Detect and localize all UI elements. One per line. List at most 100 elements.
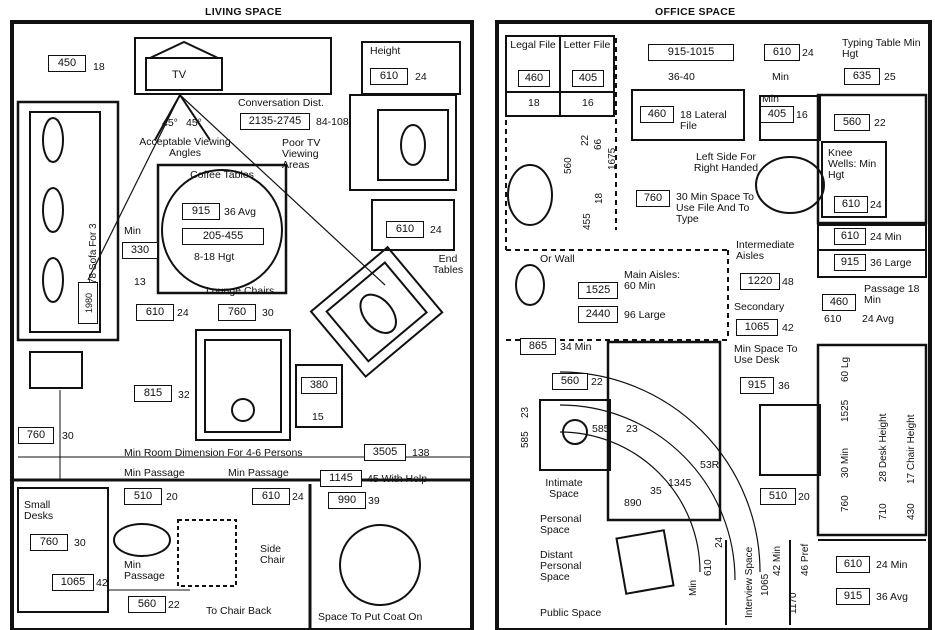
dim-560-desk: 560 [552, 373, 588, 390]
office-space-title: OFFICE SPACE [655, 6, 736, 18]
dim-36avg: 36 Avg [224, 206, 256, 218]
dim-24avg: 24 Avg [862, 313, 894, 325]
dim-760-vert: 760 [840, 495, 851, 512]
dim-1980: 1980 [84, 292, 95, 314]
dim-585-desk: 585 [592, 423, 610, 435]
dim-460-passage: 460 [822, 294, 856, 311]
dim-610-passage: 610 [252, 488, 290, 505]
dim-610-endtable: 610 [386, 221, 424, 238]
dim-13: 13 [134, 276, 146, 288]
dim-42min-vert: 42 Min [772, 545, 783, 576]
dim-560-typing: 560 [834, 114, 870, 131]
dim-405-letter: 405 [572, 70, 604, 87]
personal-space-label: Personal Space [540, 513, 582, 536]
dim-330: 330 [122, 242, 158, 259]
knee-wells-label: Knee Wells: Min Hgt [828, 147, 877, 181]
dim-915-1015: 915-1015 [648, 44, 734, 61]
chair-height-vert: 17 Chair Height [906, 414, 917, 484]
dim-990: 990 [328, 492, 366, 509]
acceptable-viewing-label: Acceptable Viewing Angles [139, 136, 231, 159]
public-space-label: Public Space [540, 607, 602, 619]
dim-560: 560 [128, 596, 166, 613]
desk-height-vert: 28 Desk Height [878, 413, 889, 482]
dim-66-vert: 66 [593, 138, 604, 150]
dim-48: 48 [782, 276, 794, 288]
dim-42: 42 [96, 577, 108, 589]
lounge-chairs-label: Lounge Chairs [206, 285, 275, 297]
dim-18: 18 [93, 61, 105, 73]
dim-24-height: 24 [415, 71, 427, 83]
dim-16-lateral: 16 [796, 109, 808, 121]
with-help-label: 45 With Help [367, 473, 428, 485]
small-desks-label: Small Desks [24, 499, 54, 522]
passage-label: Passage 18 Min [864, 283, 920, 306]
min-lateral: Min [762, 93, 779, 105]
dim-138: 138 [412, 447, 430, 459]
dim-1145: 1145 [320, 470, 362, 487]
to-chair-back-label: To Chair Back [206, 605, 272, 617]
dim-1065: 1065 [52, 574, 94, 591]
min-space-file-label: 30 Min Space To Use File And To Type [676, 191, 755, 225]
dim-460-lateral: 460 [640, 106, 674, 123]
dim-610-typing: 610 [764, 44, 800, 61]
dim-710-vert: 710 [878, 503, 889, 520]
dim-915-aisle: 915 [834, 254, 866, 271]
left-side-label: Left Side For Right Handed [693, 151, 759, 174]
coffee-tables-label: Coffee Tables [190, 169, 254, 181]
dim-1065-vert: 1065 [760, 573, 771, 596]
dim-35: 35 [650, 485, 662, 497]
dim-24-knee: 24 [870, 199, 882, 211]
dim-3505: 3505 [364, 444, 406, 461]
dim-510: 510 [124, 488, 162, 505]
dim-760-lounge: 760 [218, 304, 256, 321]
dim-1065-secondary: 1065 [736, 319, 778, 336]
living-space-title: LIVING SPACE [205, 6, 282, 18]
coat-space-label: Space To Put Coat On [318, 611, 423, 623]
dim-53r: 53R [700, 459, 720, 471]
poor-tv-label: Poor TV Viewing Areas [282, 137, 321, 171]
dim-30-room: 30 [62, 430, 74, 442]
dim-36large: 36 Large [870, 257, 912, 269]
height-label: Height [370, 45, 401, 57]
dim-84-108: 84-108 [316, 116, 349, 128]
dim-1345: 1345 [668, 477, 692, 489]
dim-1675-vert: 1675 [607, 147, 618, 170]
dim-23-vert: 23 [520, 406, 531, 418]
dim-610-lounge: 610 [136, 304, 174, 321]
dim-610-height: 610 [370, 68, 408, 85]
dim-22-vert: 22 [580, 134, 591, 146]
dim-380: 380 [301, 377, 337, 394]
dim-1220: 1220 [740, 273, 780, 290]
typing-table-label: Typing Table Min Hgt [842, 37, 921, 60]
dim-20-desk: 20 [798, 491, 810, 503]
dim-22-typing: 22 [874, 117, 886, 129]
dim-42-secondary: 42 [782, 322, 794, 334]
dim-450: 450 [48, 55, 86, 72]
dim-610-passage: 610 [824, 313, 842, 325]
dim-23-desk: 23 [626, 423, 638, 435]
dim-760-room: 760 [18, 427, 54, 444]
dim-890: 890 [624, 497, 642, 509]
conversation-dist-label: Conversation Dist. [238, 97, 324, 109]
dim-815: 815 [134, 385, 172, 402]
dim-30-lounge: 30 [262, 307, 274, 319]
dim-1525: 1525 [578, 282, 618, 299]
dim-585-vert: 585 [520, 431, 531, 448]
dim-865: 865 [520, 338, 556, 355]
dim-96large: 96 Large [624, 309, 666, 321]
intimate-space-label: Intimate Space [545, 477, 583, 500]
dim-36-desk: 36 [778, 380, 790, 392]
dim-915-bottom: 915 [836, 588, 870, 605]
dim-205-455: 205-455 [182, 228, 264, 245]
dim-635: 635 [844, 68, 880, 85]
dim-24min-bottom: 24 Min [876, 559, 908, 571]
dim-1980-box: 1980 [78, 282, 98, 324]
dim-610-aisle: 610 [834, 228, 866, 245]
or-wall-label: Or Wall [540, 253, 575, 265]
dim-2440: 2440 [578, 306, 618, 323]
end-tables-label: End Tables [432, 253, 464, 276]
dim-32: 32 [178, 389, 190, 401]
dim-430-vert: 430 [906, 503, 917, 520]
dim-915-coffee: 915 [182, 203, 220, 220]
